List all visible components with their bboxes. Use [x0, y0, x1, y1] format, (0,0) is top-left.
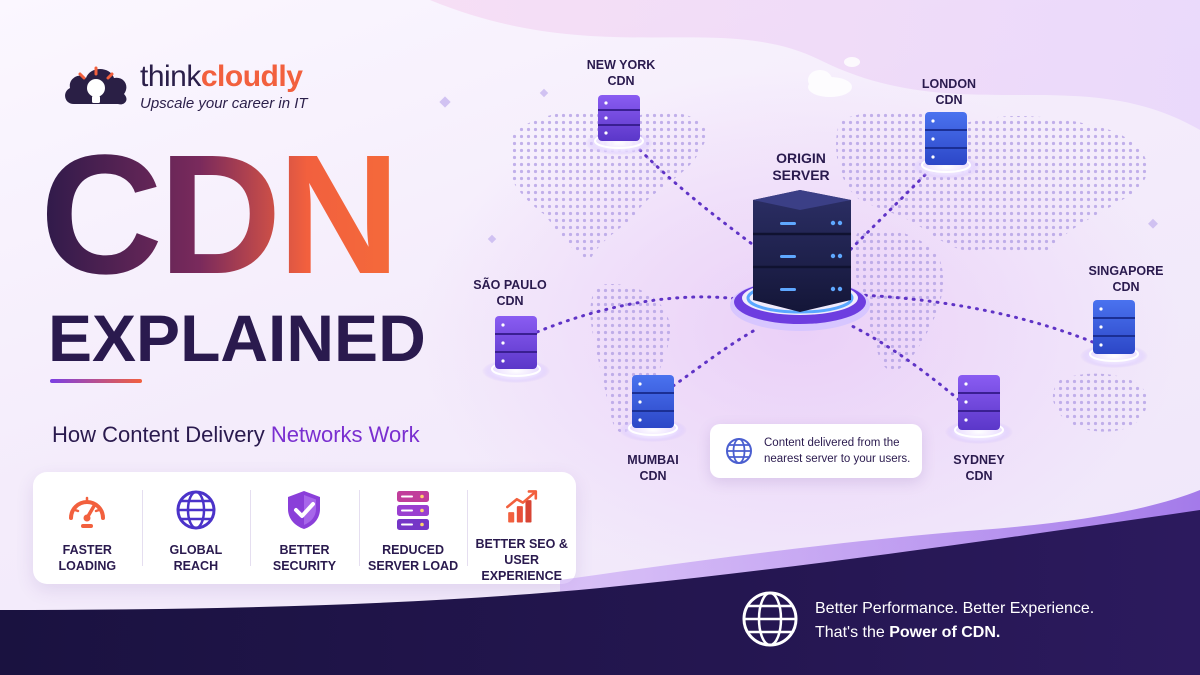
- footer-globe-icon: [742, 591, 798, 647]
- info-card: Content delivered from the nearest serve…: [710, 424, 922, 478]
- info-text: Content delivered from the nearest serve…: [764, 437, 911, 465]
- cdn-network-diagram: [482, 95, 1148, 444]
- connection-sao-paulo: [528, 295, 747, 337]
- world-map: [509, 110, 1148, 433]
- connection-lines: [528, 148, 1102, 407]
- node-label-london: LONDON CDN: [921, 77, 977, 107]
- node-label-mumbai: MUMBAI CDN: [627, 453, 679, 483]
- footer-line-2: That's the Power of CDN.: [815, 624, 1001, 641]
- origin-server-label: ORIGIN SERVER: [772, 150, 830, 183]
- cdn-server-sydney: [945, 375, 1013, 444]
- shield-check-icon: [288, 491, 321, 529]
- connection-sydney: [848, 323, 967, 407]
- node-label-sao-paulo: SÃO PAULO CDN: [473, 278, 547, 308]
- speedometer-icon: [69, 496, 106, 528]
- brand-name: thinkcloudly: [140, 59, 303, 93]
- feature-label: GLOBAL REACH: [169, 543, 223, 573]
- brand: thinkcloudly Upscale your career in IT: [60, 60, 308, 112]
- origin-server: [730, 190, 870, 331]
- page-title: CDN: [40, 120, 400, 310]
- connection-new-york: [638, 148, 762, 252]
- feature-better-seo: BETTER SEO & USER EXPERIENCE: [467, 472, 576, 584]
- feature-label: FASTER LOADING: [58, 543, 117, 573]
- cloud-bulb-logo-icon: [65, 66, 127, 105]
- title-underline: [50, 379, 142, 383]
- cloud-decoration: [808, 57, 860, 97]
- features-card: FASTER LOADING GLOBAL REACH BETTER SECUR…: [33, 472, 576, 584]
- cdn-server-sao-paulo: [482, 316, 550, 383]
- bar-chart-growth-icon: [505, 490, 537, 523]
- node-label-singapore: SINGAPORE CDN: [1088, 264, 1164, 294]
- connection-singapore: [858, 293, 1102, 347]
- subtitle: How Content Delivery Networks Work: [52, 422, 420, 447]
- footer-tagline: Better Performance. Better Experience. T…: [815, 597, 1094, 645]
- brand-tagline: Upscale your career in IT: [140, 94, 308, 112]
- connection-mumbai: [658, 328, 757, 397]
- node-label-sydney: SYDNEY CDN: [953, 453, 1005, 483]
- cdn-server-london: [912, 112, 980, 179]
- feature-label: REDUCED SERVER LOAD: [368, 543, 459, 573]
- feature-global-reach: GLOBAL REACH: [141, 472, 251, 584]
- page-title-secondary: EXPLAINED: [48, 301, 426, 375]
- cdn-server-singapore: [1080, 300, 1148, 368]
- globe-icon: [176, 490, 216, 530]
- feature-better-security: BETTER SECURITY: [250, 472, 359, 584]
- footer-band: [0, 490, 1200, 675]
- server-stack-icon: [397, 491, 430, 530]
- node-label-new-york: NEW YORK CDN: [586, 58, 656, 88]
- feature-label: BETTER SECURITY: [272, 543, 337, 573]
- globe-icon: [726, 438, 752, 464]
- footer-line-1: Better Performance. Better Experience.: [815, 600, 1095, 617]
- cdn-server-mumbai: [619, 375, 687, 442]
- feature-label: BETTER SEO & USER EXPERIENCE: [475, 537, 568, 583]
- feature-faster-loading: FASTER LOADING: [33, 472, 142, 584]
- feature-reduced-server-load: REDUCED SERVER LOAD: [358, 472, 468, 584]
- cdn-server-new-york: [585, 95, 653, 155]
